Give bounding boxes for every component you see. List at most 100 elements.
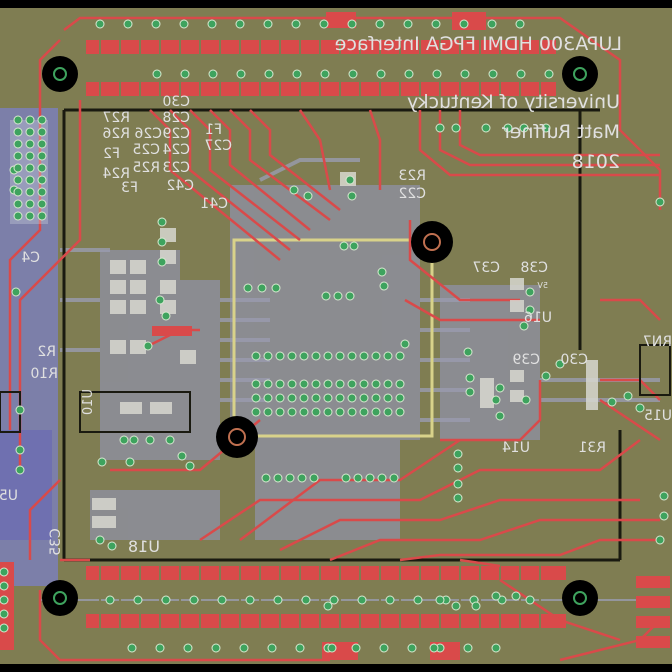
via: [273, 473, 283, 483]
via: [185, 461, 195, 471]
via: [333, 291, 343, 301]
via: [271, 283, 281, 293]
via: [37, 163, 47, 173]
via: [13, 127, 23, 137]
via: [511, 591, 521, 601]
via: [303, 191, 313, 201]
via: [379, 281, 389, 291]
via: [183, 643, 193, 653]
via: [275, 407, 285, 417]
ref-u18: U18: [128, 537, 160, 556]
via: [13, 115, 23, 125]
via: [299, 407, 309, 417]
via: [375, 19, 385, 29]
via: [519, 123, 529, 133]
via: [301, 595, 311, 605]
via: [463, 643, 473, 653]
via: [37, 175, 47, 185]
via: [347, 351, 357, 361]
via: [275, 351, 285, 361]
via: [311, 393, 321, 403]
via: [377, 267, 387, 277]
ref-c39: C39: [512, 352, 540, 368]
via: [0, 609, 9, 619]
ref-c28: C28: [162, 110, 190, 126]
ref-r10: R10: [30, 366, 58, 382]
ref-c23: C23: [162, 160, 190, 176]
via: [37, 127, 47, 137]
via: [37, 151, 47, 161]
via: [435, 595, 445, 605]
via: [525, 305, 535, 315]
via: [659, 511, 669, 521]
via: [207, 19, 217, 29]
ref-r31: R31: [578, 440, 606, 456]
via: [503, 123, 513, 133]
via: [491, 643, 501, 653]
via: [453, 479, 463, 489]
via: [133, 595, 143, 605]
via: [155, 643, 165, 653]
via: [323, 601, 333, 611]
via: [251, 407, 261, 417]
via: [287, 379, 297, 389]
ref-c41: C41: [200, 196, 228, 212]
via: [179, 19, 189, 29]
via: [623, 391, 633, 401]
via: [25, 127, 35, 137]
ref-c30-right: C30: [560, 352, 588, 368]
via: [347, 19, 357, 29]
via: [235, 19, 245, 29]
via: [0, 595, 9, 605]
via: [25, 151, 35, 161]
via: [11, 287, 21, 297]
via: [25, 211, 35, 221]
via: [541, 123, 551, 133]
via: [287, 407, 297, 417]
ref-c27: C27: [204, 138, 232, 154]
via: [13, 199, 23, 209]
via: [161, 595, 171, 605]
via: [321, 291, 331, 301]
via: [251, 379, 261, 389]
via: [0, 623, 9, 633]
via: [297, 473, 307, 483]
via: [353, 473, 363, 483]
board-author: Matt Ruffner: [502, 121, 620, 143]
via: [95, 535, 105, 545]
via: [491, 591, 501, 601]
via: [347, 407, 357, 417]
via: [273, 595, 283, 605]
ref-u5: U5: [0, 488, 18, 504]
via: [555, 359, 565, 369]
via: [487, 19, 497, 29]
via: [285, 473, 295, 483]
via: [349, 241, 359, 251]
via: [400, 339, 410, 349]
via: [0, 581, 9, 591]
via: [395, 407, 405, 417]
via: [13, 211, 23, 221]
via: [655, 197, 665, 207]
via: [275, 379, 285, 389]
via: [403, 19, 413, 29]
via: [264, 69, 274, 79]
via: [37, 211, 47, 221]
via: [357, 595, 367, 605]
via: [263, 407, 273, 417]
left-copper-pour-lower: [0, 430, 52, 540]
via: [377, 473, 387, 483]
via: [521, 395, 531, 405]
via: [495, 383, 505, 393]
via: [13, 163, 23, 173]
ref-c38: C38: [520, 260, 548, 276]
via: [25, 187, 35, 197]
via: [413, 595, 423, 605]
via: [335, 379, 345, 389]
ref-c30-top: C30: [162, 94, 190, 110]
via: [515, 19, 525, 29]
ref-u16: U16: [524, 310, 552, 326]
ref-f2: F2: [103, 146, 120, 162]
via: [359, 393, 369, 403]
